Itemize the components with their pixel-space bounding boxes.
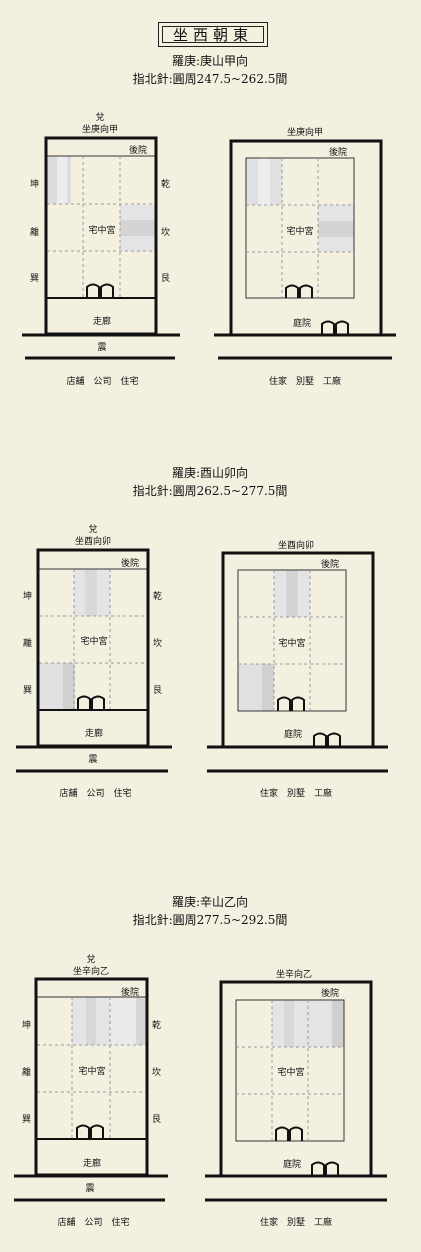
section-2-left-center: 宅中宮 <box>80 637 108 647</box>
section-2-right-sub-label: 坐酉向卯 <box>277 541 314 551</box>
section-1-right-side-2: 坎 <box>161 228 171 238</box>
section-2-right-side-2: 坎 <box>153 639 163 649</box>
section-2-right-backyard: 後院 <box>320 560 339 570</box>
section-1-right-sub-label: 坐庚向甲 <box>286 128 323 138</box>
section-1-left-bottom-label: 震 <box>97 343 107 353</box>
section-3-left-sub-label: 坐辛向乙 <box>72 967 109 977</box>
section-3-left-center: 宅中宮 <box>78 1067 106 1077</box>
section-3-compass-line: 指北針:圓周277.5~292.5間 <box>132 913 288 927</box>
section-3-right-side-2: 坎 <box>152 1068 162 1078</box>
section-1-left-side-2: 離 <box>30 228 40 238</box>
section-2-left-sub-label: 坐酉向卯 <box>74 537 111 547</box>
section-3-left-top-label: 兌 <box>86 955 96 965</box>
section-2-right-side-1: 乾 <box>153 592 163 602</box>
section-1-right-courtyard: 庭院 <box>292 319 311 329</box>
section-1-compass-line: 指北針:圓周247.5~262.5間 <box>132 72 288 86</box>
section-2-compass-line: 指北針:圓周262.5~277.5間 <box>132 484 288 498</box>
section-3-left-side-1: 坤 <box>22 1021 32 1031</box>
section-3-luopan-line: 羅庚:辛山乙向 <box>171 895 249 909</box>
section-1-left-top-label: 兌 <box>95 113 105 123</box>
section-2-luopan-line: 羅庚:酉山卯向 <box>171 466 249 480</box>
section-2-left-backyard: 後院 <box>120 559 139 569</box>
section-3-right-caption: 住家 別墅 工廠 <box>259 1218 332 1228</box>
section-1-left-backyard: 後院 <box>128 146 147 156</box>
section-1-left-side-3: 巽 <box>30 274 40 284</box>
section-1-right-side-3: 艮 <box>161 274 171 284</box>
section-2-right-center: 宅中宮 <box>278 639 306 649</box>
section-3-right-center: 宅中宮 <box>277 1068 305 1078</box>
section-2-left-side-1: 坤 <box>23 592 33 602</box>
section-3-left-bottom-label: 震 <box>85 1184 95 1194</box>
section-2-right-courtyard: 庭院 <box>283 730 302 740</box>
section-3-left-backyard: 後院 <box>120 988 139 998</box>
page-title: 坐西朝東 <box>158 22 268 47</box>
section-2-left-side-2: 離 <box>23 639 33 649</box>
section-3-right-side-3: 艮 <box>152 1115 162 1125</box>
section-3-right-sub-label: 坐辛向乙 <box>275 970 312 980</box>
section-3-left-caption: 店舖 公司 住宅 <box>57 1218 130 1228</box>
section-1-left-sub-label: 坐庚向甲 <box>81 125 118 135</box>
section-1-left-center: 宅中宮 <box>88 226 116 236</box>
section-2-left-caption: 店舖 公司 住宅 <box>59 789 132 799</box>
section-2-right-caption: 住家 別墅 工廠 <box>259 789 332 799</box>
section-3-right-backyard: 後院 <box>320 989 339 999</box>
section-1-right-caption: 住家 別墅 工廠 <box>268 377 341 387</box>
section-2-left-bottom-label: 震 <box>88 755 98 765</box>
section-2-left-top-label: 兌 <box>88 525 98 535</box>
section-3-right-courtyard: 庭院 <box>282 1160 301 1170</box>
section-3-left-side-3: 巽 <box>22 1115 32 1125</box>
section-1-luopan-line: 羅庚:庚山甲向 <box>171 54 249 68</box>
section-1-right-backyard: 後院 <box>328 148 347 158</box>
section-1-left-caption: 店舖 公司 住宅 <box>66 377 139 387</box>
section-3-right-side-1: 乾 <box>152 1021 162 1031</box>
section-1-left-side-1: 坤 <box>30 180 40 190</box>
section-1-left-corridor: 走廊 <box>92 317 111 327</box>
section-3-left-side-2: 離 <box>22 1068 32 1078</box>
section-3-left-corridor: 走廊 <box>82 1159 101 1169</box>
section-2-left-side-3: 巽 <box>23 686 33 696</box>
section-2-right-side-3: 艮 <box>153 686 163 696</box>
section-2-left-corridor: 走廊 <box>84 729 103 739</box>
section-1-right-side-1: 乾 <box>161 180 171 190</box>
section-1-right-center: 宅中宮 <box>286 227 314 237</box>
